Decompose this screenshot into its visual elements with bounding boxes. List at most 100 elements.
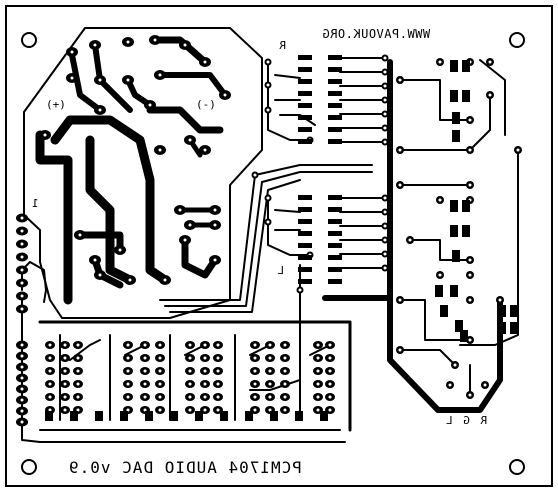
copper-traces — [21, 27, 519, 443]
drill-hole — [203, 356, 207, 360]
output-label: R G L — [444, 414, 487, 427]
smd-pad — [328, 115, 342, 120]
smd-pad — [510, 322, 518, 334]
smd-pad — [510, 305, 518, 317]
drill-hole — [126, 356, 130, 360]
drill-hole — [398, 348, 402, 352]
smd-pad — [298, 139, 312, 144]
smd-pad — [328, 67, 342, 72]
drill-hole — [383, 84, 387, 88]
drill-hole — [268, 343, 272, 347]
drill-hole — [98, 108, 102, 112]
drill-hole — [283, 395, 287, 399]
smd-pad — [452, 112, 460, 124]
smd-pad — [328, 231, 342, 236]
drill-hole — [20, 268, 24, 272]
drill-hole — [253, 356, 257, 360]
plus-label: (+) — [46, 98, 66, 111]
drill-hole — [383, 126, 387, 130]
drill-hole — [63, 408, 67, 412]
drill-hole — [216, 343, 220, 347]
drill-hole — [118, 248, 122, 252]
drill-hole — [438, 273, 442, 277]
smd-pad — [95, 411, 103, 421]
drill-hole — [20, 420, 24, 424]
drill-hole — [383, 224, 387, 228]
drill-hole — [498, 298, 502, 302]
drill-hole — [268, 382, 272, 386]
smd-pad — [298, 231, 312, 236]
drill-hole — [203, 148, 207, 152]
smd-pad — [462, 200, 470, 212]
smd-pad — [298, 91, 312, 96]
smd-pad — [298, 207, 312, 212]
url-label: WWW.PAVOUK.ORG — [322, 27, 430, 41]
smd-pad — [328, 127, 342, 132]
smd-pad — [298, 55, 312, 60]
drill-hole — [203, 395, 207, 399]
smd-pad — [328, 243, 342, 248]
smd-pad — [328, 79, 342, 84]
drill-hole — [48, 395, 52, 399]
drill-hole — [216, 408, 220, 412]
drill-hole — [328, 369, 332, 373]
signal-trace — [164, 171, 373, 307]
drill-hole — [143, 395, 147, 399]
drill-hole — [328, 356, 332, 360]
drill-hole — [70, 76, 74, 80]
power-trace — [50, 115, 170, 285]
drill-hole — [93, 258, 97, 262]
drill-hole — [383, 140, 387, 144]
power-trace — [146, 106, 224, 134]
drill-hole — [20, 343, 24, 347]
drill-hole — [383, 210, 387, 214]
drill-hole — [223, 93, 227, 97]
smd-pad — [440, 305, 448, 317]
drill-hole — [203, 369, 207, 373]
drill-hole — [63, 343, 67, 347]
drill-hole — [143, 382, 147, 386]
signal-trace — [399, 94, 491, 151]
smd-pad — [120, 411, 128, 421]
drill-hole — [148, 103, 152, 107]
power-trace — [157, 72, 228, 98]
drill-hole — [188, 369, 192, 373]
drill-hole — [126, 40, 130, 44]
drill-hole — [20, 409, 24, 413]
drill-hole — [216, 382, 220, 386]
power-trace — [151, 36, 209, 66]
drill-hole — [78, 233, 82, 237]
pin1-label: 1 — [32, 197, 39, 210]
drill-hole — [448, 383, 452, 387]
smd-pad — [455, 320, 463, 332]
smd-pad — [170, 411, 178, 421]
signal-trace — [399, 349, 456, 366]
drill-hole — [266, 83, 270, 87]
drill-hole — [283, 356, 287, 360]
drill-hole — [488, 60, 492, 64]
smd-pad — [460, 330, 468, 342]
smd-pad — [245, 411, 253, 421]
drill-hole — [158, 343, 162, 347]
drill-hole — [20, 376, 24, 380]
smd-pad — [328, 267, 342, 272]
power-trace — [35, 130, 73, 305]
drill-hole — [266, 60, 270, 64]
drill-hole — [158, 382, 162, 386]
signal-trace — [274, 74, 301, 79]
smd-pad — [270, 411, 278, 421]
drill-hole — [126, 395, 130, 399]
drill-hole — [20, 398, 24, 402]
signal-trace — [169, 179, 301, 313]
smd-pad — [298, 279, 312, 284]
smd-pad — [298, 79, 312, 84]
board-outline — [5, 5, 553, 487]
drill-hole — [283, 369, 287, 373]
minus-label: (-) — [196, 98, 216, 111]
drill-hole — [188, 395, 192, 399]
drill-hole — [516, 148, 520, 152]
smd-pad — [295, 411, 303, 421]
smd-pad — [462, 90, 470, 102]
drill-hole — [48, 356, 52, 360]
smd-pad — [298, 267, 312, 272]
